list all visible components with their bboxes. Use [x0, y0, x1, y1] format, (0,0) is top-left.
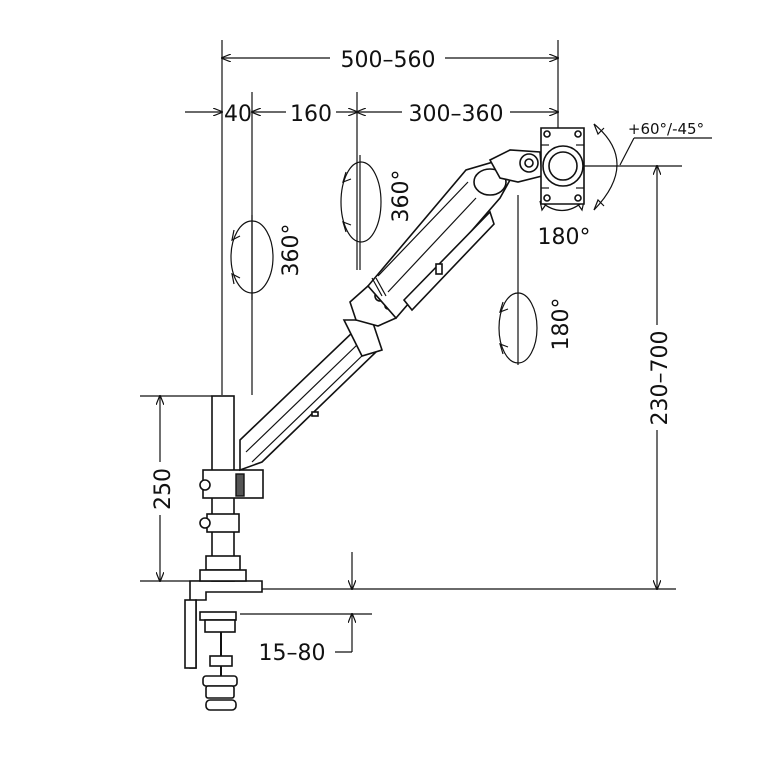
head-swivel-icon: [498, 195, 538, 365]
clamp-thickness-label: 15–80: [259, 641, 326, 666]
desk-clamp: [184, 580, 263, 669]
pole: [199, 395, 264, 582]
vesa-height-range-label: 230–700: [648, 331, 673, 426]
pole-swivel-label: 360°: [279, 224, 304, 277]
monitor-arm-drawing: [184, 127, 585, 711]
total-reach-label: 500–560: [341, 48, 436, 73]
head-joint: [488, 149, 543, 183]
lower-arm: [239, 319, 384, 472]
head-swivel-label: 180°: [549, 298, 574, 351]
dimension-lines: [140, 40, 682, 653]
segment-upper-label: 300–360: [409, 102, 504, 127]
vesa-plate: [540, 127, 585, 205]
elbow-rotation-icon: [340, 155, 382, 270]
head-rotate-label: 180°: [538, 225, 591, 250]
segment-lower-label: 160: [290, 102, 332, 127]
pole-height-label: 250: [151, 468, 176, 510]
elbow-swivel-label: 360°: [389, 170, 414, 223]
pole-rotation-icon: [230, 215, 274, 300]
tilt-icon: [593, 123, 712, 211]
segment-offset-label: 40: [224, 102, 252, 127]
tilt-label: +60°/-45°: [628, 120, 704, 138]
